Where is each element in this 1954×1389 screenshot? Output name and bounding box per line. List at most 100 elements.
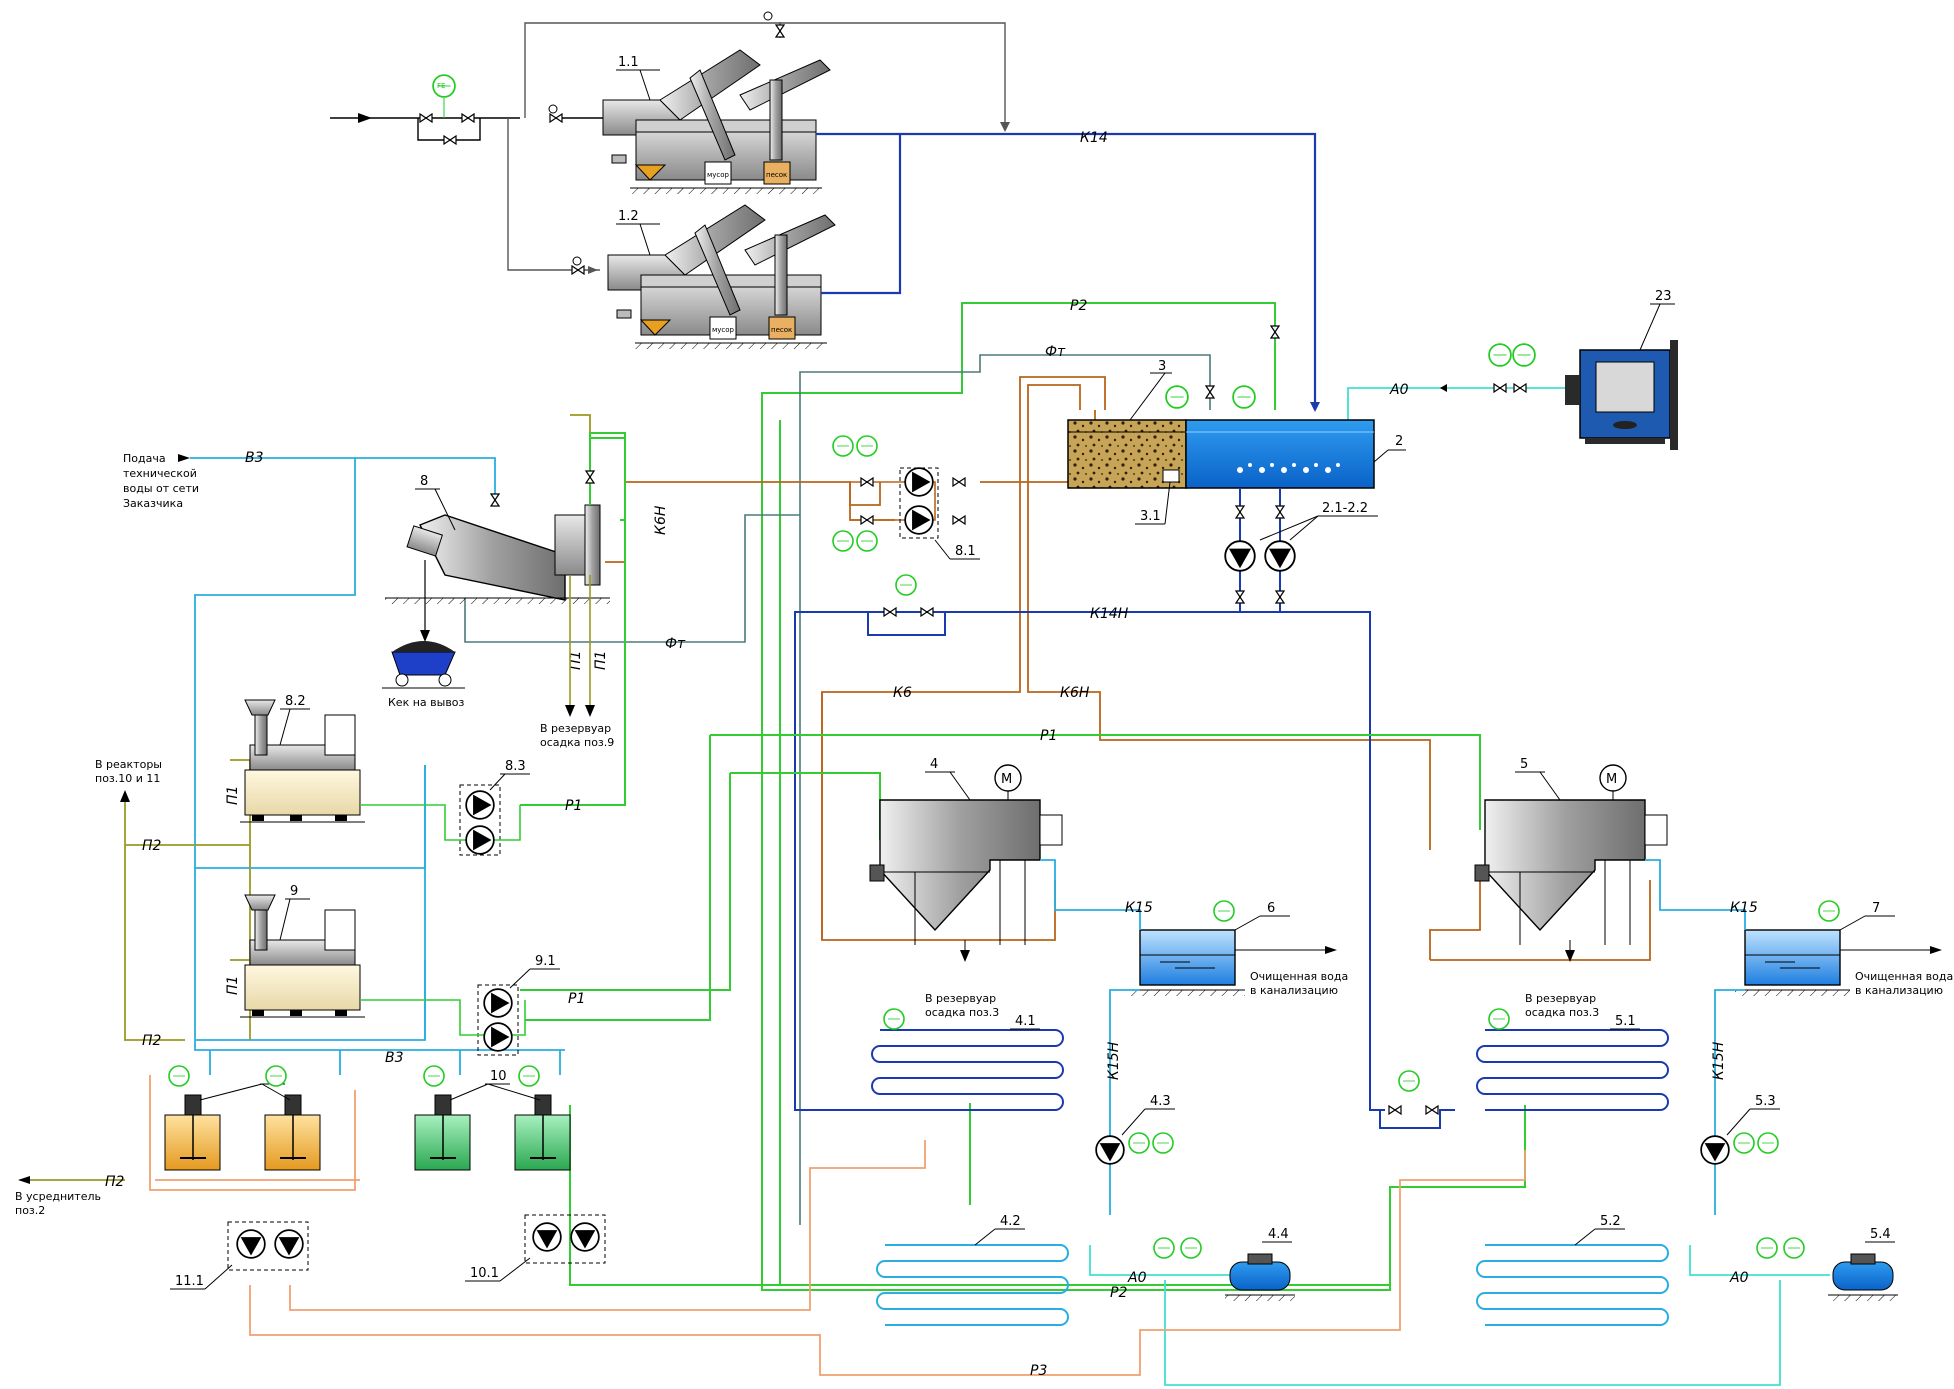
inlet-valve-2[interactable] <box>461 113 475 123</box>
line-label-K6H-mid: К6Н <box>1060 685 1090 701</box>
pump-10-1-b-icon[interactable] <box>570 1222 600 1252</box>
line-label-B3-bottom: В3 <box>385 1050 404 1066</box>
screw-press-8 <box>385 504 610 604</box>
screen-1-2: мусор песок <box>607 204 836 349</box>
pump-8-1-b-icon[interactable] <box>904 505 934 535</box>
inlet-valve-1[interactable] <box>419 113 433 123</box>
valve-K14H-a[interactable] <box>883 607 897 617</box>
gauge-8-1-b <box>856 435 878 457</box>
pump-2-1-icon[interactable] <box>1224 540 1256 572</box>
label-2: 2 <box>1395 434 1403 449</box>
label-8-1: 8.1 <box>955 544 976 559</box>
valve-2-1-out[interactable] <box>1235 590 1245 604</box>
valve-8-1-a[interactable] <box>860 477 874 487</box>
coil-4-2 <box>876 1244 1069 1326</box>
line-label-K15-4: К15 <box>1125 900 1153 916</box>
label-4-1: 4.1 <box>1015 1014 1036 1029</box>
line-label-P2-top: Р2 <box>1070 298 1087 314</box>
pumps-11-1 <box>227 1221 309 1271</box>
label-11-1: 11.1 <box>175 1274 204 1289</box>
line-label-P2-bottom: Р2 <box>1110 1285 1127 1301</box>
clean-water-7-line2: в канализацию <box>1855 984 1943 997</box>
label-6: 6 <box>1267 901 1275 916</box>
air-blower-23 <box>1565 340 1678 450</box>
pump-4-3-icon[interactable] <box>1095 1135 1125 1165</box>
to-reservoir-9-line2: осадка поз.9 <box>540 736 614 749</box>
label-1-2: 1.2 <box>618 209 639 224</box>
label-4-4: 4.4 <box>1268 1227 1289 1242</box>
label-5: 5 <box>1520 757 1528 772</box>
gauge-8-1-c <box>832 530 854 552</box>
to-reservoir-3b-line2: осадка поз.3 <box>1525 1006 1599 1019</box>
line-label-A0-5: А0 <box>1729 1270 1749 1286</box>
clean-water-tank-6 <box>1130 929 1245 996</box>
line-label-P1-91: Р1 <box>568 991 585 1007</box>
gauge-23-b <box>1512 343 1536 367</box>
valve-2-1-in[interactable] <box>1235 505 1245 519</box>
line-label-K6: К6 <box>893 685 912 701</box>
pump-10-1-a-icon[interactable] <box>532 1222 562 1252</box>
line-label-K15H-4: К15Н <box>1106 1041 1122 1080</box>
valve-8-1-c[interactable] <box>952 477 966 487</box>
pump-9-1-a-icon[interactable] <box>483 988 513 1018</box>
screen-2-valve[interactable] <box>571 265 585 275</box>
label-3-1: 3.1 <box>1140 509 1161 524</box>
P2-valve[interactable] <box>1270 325 1280 339</box>
line-label-A0-4: А0 <box>1127 1270 1147 1286</box>
gauge-4-3-b <box>1152 1132 1174 1154</box>
to-reactors-line1: В реакторы <box>95 758 162 771</box>
cake-label: Кек на вывоз <box>388 696 465 709</box>
svg-text:мусор: мусор <box>707 171 730 179</box>
water-supply-line1: Подача <box>123 452 166 465</box>
flocculant-station-9 <box>240 894 365 1018</box>
line-label-Ft-top: Фт <box>1045 344 1066 360</box>
cake-cart <box>382 641 465 689</box>
label-23: 23 <box>1655 289 1672 304</box>
pump-8-3-a-icon[interactable] <box>465 790 495 820</box>
valve-K14H-c[interactable] <box>1388 1105 1402 1115</box>
screen-section <box>330 22 1010 282</box>
to-reservoir-3b-line1: В резервуар <box>1525 992 1596 1005</box>
line-label-P1-main: Р1 <box>1040 728 1057 744</box>
valve-press[interactable] <box>585 470 595 484</box>
pump-11-1-a-icon[interactable] <box>236 1229 266 1259</box>
valve-8-1-b[interactable] <box>860 515 874 525</box>
valve-B3-press[interactable] <box>490 493 500 507</box>
line-B3 <box>190 457 565 1075</box>
valve-23-b[interactable] <box>1513 383 1527 393</box>
gauge-8-1-d <box>856 530 878 552</box>
pump-5-3-icon[interactable] <box>1700 1135 1730 1165</box>
thickener-3 <box>1067 419 1187 489</box>
reactors-10 <box>414 1094 571 1171</box>
pump-2-2-icon[interactable] <box>1264 540 1296 572</box>
valve-23-a[interactable] <box>1493 383 1507 393</box>
valve-8-1-d[interactable] <box>952 515 966 525</box>
svg-text:FE: FE <box>437 82 445 90</box>
valve-2-2-in[interactable] <box>1275 505 1285 519</box>
pump-11-1-b-icon[interactable] <box>274 1229 304 1259</box>
bypass-valve[interactable] <box>443 135 457 145</box>
gauge-4-4-b <box>1180 1237 1202 1259</box>
pump-8-1-a-icon[interactable] <box>904 467 934 497</box>
water-supply-line4: Заказчика <box>123 497 183 510</box>
level-gauge-2 <box>1232 385 1256 409</box>
line-P1-press <box>569 575 591 715</box>
overflow-valve-top[interactable] <box>775 24 785 38</box>
line-label-Pi2-c: П2 <box>105 1174 125 1190</box>
water-supply-line3: воды от сети <box>123 482 199 495</box>
to-reactors-line2: поз.10 и 11 <box>95 772 160 785</box>
valve-K14H-b[interactable] <box>920 607 934 617</box>
label-8-3: 8.3 <box>505 759 526 774</box>
screen-1-valve[interactable] <box>549 113 563 123</box>
valve-K14H-d[interactable] <box>1425 1105 1439 1115</box>
pump-8-3-b-icon[interactable] <box>465 825 495 855</box>
valve-2-2-out[interactable] <box>1275 590 1285 604</box>
line-P1 <box>520 437 1481 1021</box>
line-label-K14H: К14Н <box>1090 606 1129 622</box>
Ft-valve[interactable] <box>1205 385 1215 399</box>
pump-9-1-b-icon[interactable] <box>483 1022 513 1052</box>
gauge-11-b <box>265 1065 287 1087</box>
line-P3 <box>149 1075 1526 1376</box>
gauge-5-4-a <box>1756 1237 1778 1259</box>
